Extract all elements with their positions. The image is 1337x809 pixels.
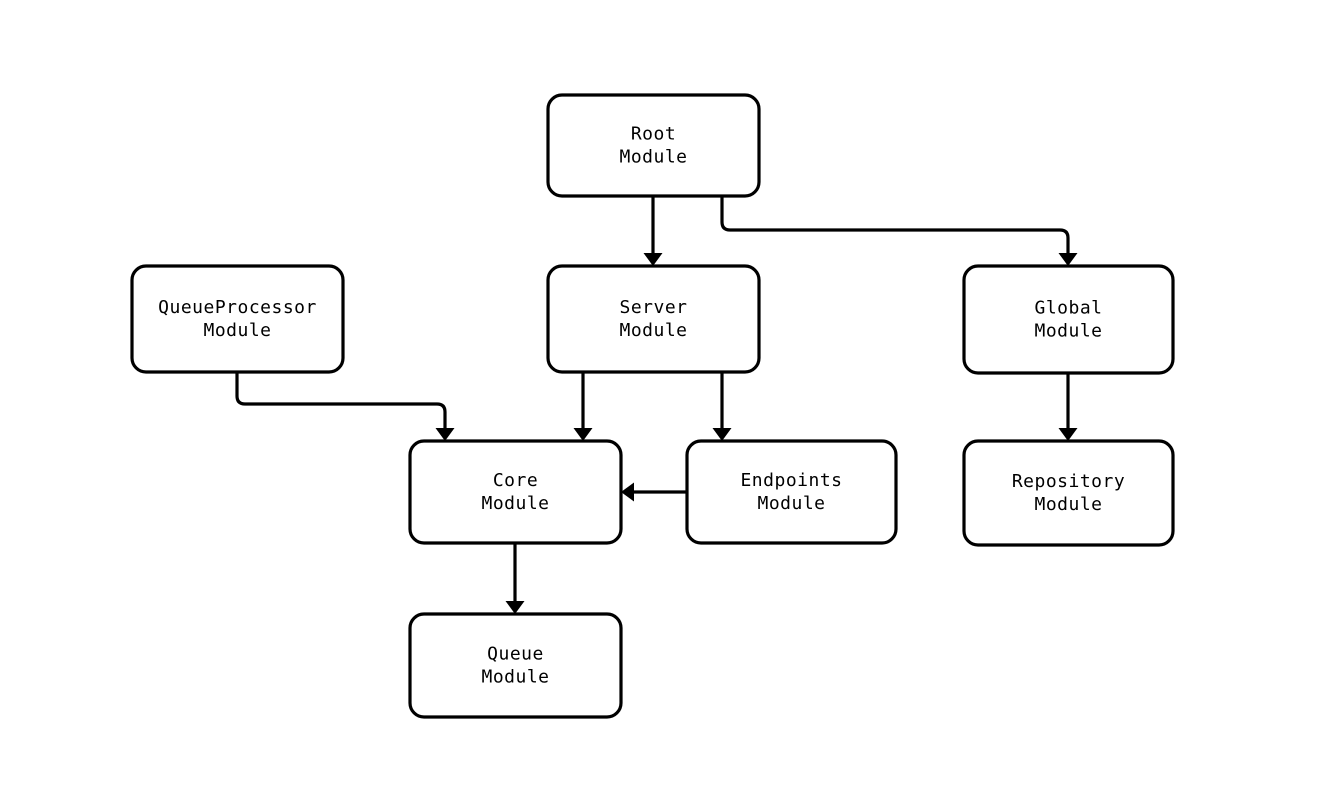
repository-module-node-shape[interactable] — [962, 439, 1175, 547]
queueprocessor-module-node-shape[interactable] — [130, 264, 345, 374]
queue-module-node-label-line1: Queue — [487, 644, 544, 665]
root-module-node-shape[interactable] — [546, 93, 761, 198]
repository-module-node-label-line1: Repository — [1012, 471, 1125, 492]
repository-module-node-label-line2: Module — [1034, 494, 1102, 515]
queue-module-node-shape[interactable] — [408, 612, 623, 719]
edge-server-to-core — [573, 372, 593, 441]
edge-root-to-global — [720, 196, 1078, 266]
edge-root-to-server — [643, 196, 663, 266]
edge-root-to-server-arrowhead-icon — [643, 253, 663, 266]
queueprocessor-module-node-label-line1: QueueProcessor — [158, 297, 317, 318]
global-module-node-label-line2: Module — [1034, 321, 1102, 342]
queue-module-node-label-line2: Module — [481, 667, 549, 688]
endpoints-module-node-label-line2: Module — [757, 493, 825, 514]
edge-queueprocessor-to-core — [235, 372, 455, 441]
edge-endpoints-to-core — [621, 482, 687, 502]
global-module-node-shape[interactable] — [962, 264, 1175, 375]
edge-server-to-endpoints-arrowhead-icon — [712, 428, 732, 441]
edge-endpoints-to-core-arrowhead-icon — [621, 482, 634, 502]
core-module-node-label-line2: Module — [481, 493, 549, 514]
global-module-node-label-line1: Global — [1034, 298, 1102, 319]
edge-queueprocessor-to-core-arrowhead-icon — [435, 428, 455, 441]
edge-root-to-global-arrowhead-icon — [1058, 253, 1078, 266]
server-module-node-label-line2: Module — [619, 320, 687, 341]
root-module-node-label-line2: Module — [619, 147, 687, 168]
core-module-node-shape[interactable] — [408, 439, 623, 545]
edge-server-to-core-arrowhead-icon — [573, 428, 593, 441]
edges-layer — [235, 196, 1078, 614]
endpoints-module-node-label-line1: Endpoints — [740, 470, 842, 491]
edge-core-to-queue — [505, 543, 525, 614]
edge-global-to-repository — [1058, 373, 1078, 441]
edge-root-to-global-line — [720, 196, 1070, 256]
root-module-node-label-line1: Root — [631, 124, 676, 145]
endpoints-module-node-shape[interactable] — [685, 439, 898, 545]
server-module-node-label-line1: Server — [619, 297, 687, 318]
edge-global-to-repository-arrowhead-icon — [1058, 428, 1078, 441]
edge-queueprocessor-to-core-line — [235, 372, 447, 431]
edge-core-to-queue-arrowhead-icon — [505, 601, 525, 614]
nodes-layer: RootModuleQueueProcessorModuleServerModu… — [130, 93, 1175, 719]
core-module-node-label-line1: Core — [493, 470, 538, 491]
edge-server-to-endpoints — [712, 372, 732, 441]
server-module-node-shape[interactable] — [546, 264, 761, 374]
queueprocessor-module-node-label-line2: Module — [203, 320, 271, 341]
